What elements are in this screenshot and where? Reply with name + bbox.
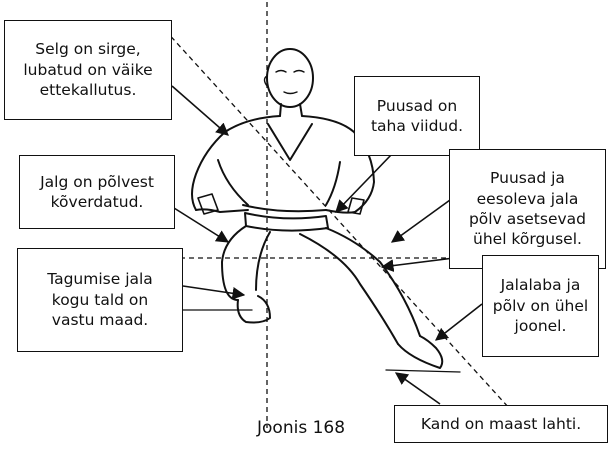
callout-hips-knee-level: Puusad ja eesoleva jala põlv asetsevad ü… xyxy=(449,149,606,269)
callout-line: ettekallutus. xyxy=(23,80,152,100)
figure-caption: Joonis 168 xyxy=(257,418,345,438)
arrow-heel-up xyxy=(396,373,440,404)
callout-line: Jalg on põlvest xyxy=(40,172,154,192)
callout-line: kogu tald on xyxy=(47,290,153,310)
callout-line: Puusad on xyxy=(371,96,463,116)
arrow-hips-knee-level xyxy=(392,200,450,242)
arrow-knee-bent xyxy=(174,208,228,242)
callout-shin-knee-line: Jalalaba ja põlv on ühel joonel. xyxy=(482,255,599,357)
callout-line: lubatud on väike xyxy=(23,60,152,80)
callout-hips-back: Puusad on taha viidud. xyxy=(354,76,480,156)
callout-line: põlv on ühel xyxy=(493,296,588,316)
callout-line: taha viidud. xyxy=(371,116,463,136)
callout-line: Puusad ja xyxy=(469,168,586,188)
arrow-back xyxy=(172,86,228,135)
callout-line: põlv asetsevad xyxy=(469,209,586,229)
callout-back-straight: Selg on sirge, lubatud on väike ettekall… xyxy=(4,20,172,120)
callout-line: Kand on maast lahti. xyxy=(421,414,581,434)
callout-line: Jalalaba ja xyxy=(493,275,588,295)
callout-line: vastu maad. xyxy=(47,310,153,330)
callout-line: joonel. xyxy=(493,316,588,336)
callout-line: kõverdatud. xyxy=(40,192,154,212)
callout-line: Selg on sirge, xyxy=(23,39,152,59)
callout-knee-bent: Jalg on põlvest kõverdatud. xyxy=(19,155,175,229)
callout-heel-up: Kand on maast lahti. xyxy=(394,405,608,443)
arrow-rear-sole xyxy=(183,286,244,295)
callout-line: Tagumise jala xyxy=(47,269,153,289)
callout-line: eesoleva jala xyxy=(469,189,586,209)
arrow-shin-knee-2 xyxy=(436,304,482,340)
callout-line: ühel kõrgusel. xyxy=(469,229,586,249)
head xyxy=(267,49,313,107)
callout-rear-sole: Tagumise jala kogu tald on vastu maad. xyxy=(17,248,183,352)
